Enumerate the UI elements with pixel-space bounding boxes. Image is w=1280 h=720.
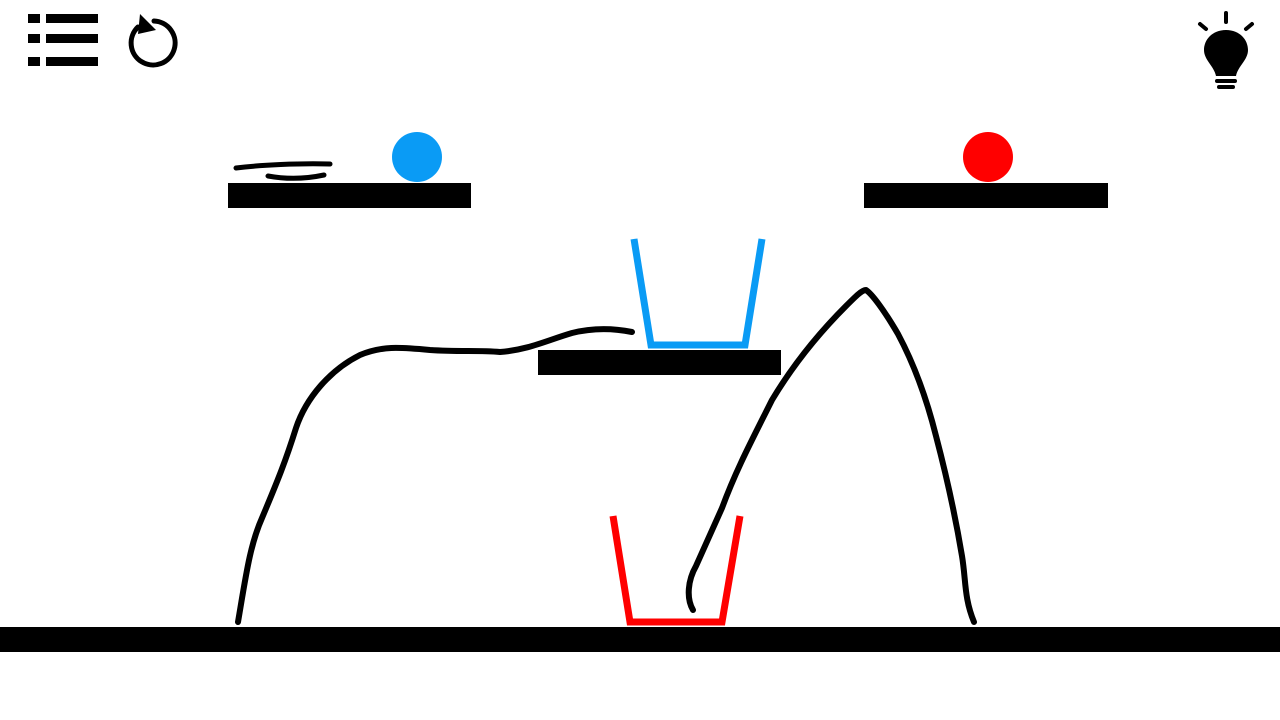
platform-top-left <box>228 183 471 208</box>
drawn-ramp-line <box>235 326 635 625</box>
drawn-hill-line <box>685 287 977 625</box>
blue-ball <box>392 132 442 182</box>
drawn-scribble <box>233 161 333 181</box>
list-menu-icon <box>28 14 98 66</box>
hint-button[interactable] <box>1194 10 1258 90</box>
restart-button[interactable] <box>124 12 182 72</box>
lightbulb-hint-icon <box>1198 11 1254 89</box>
restart-icon <box>128 14 178 68</box>
red-ball <box>963 132 1013 182</box>
ground-floor <box>0 627 1280 652</box>
red-cup <box>609 515 744 626</box>
blue-cup <box>630 238 766 349</box>
menu-button[interactable] <box>26 12 100 70</box>
platform-middle <box>538 350 781 375</box>
platform-top-right <box>864 183 1108 208</box>
